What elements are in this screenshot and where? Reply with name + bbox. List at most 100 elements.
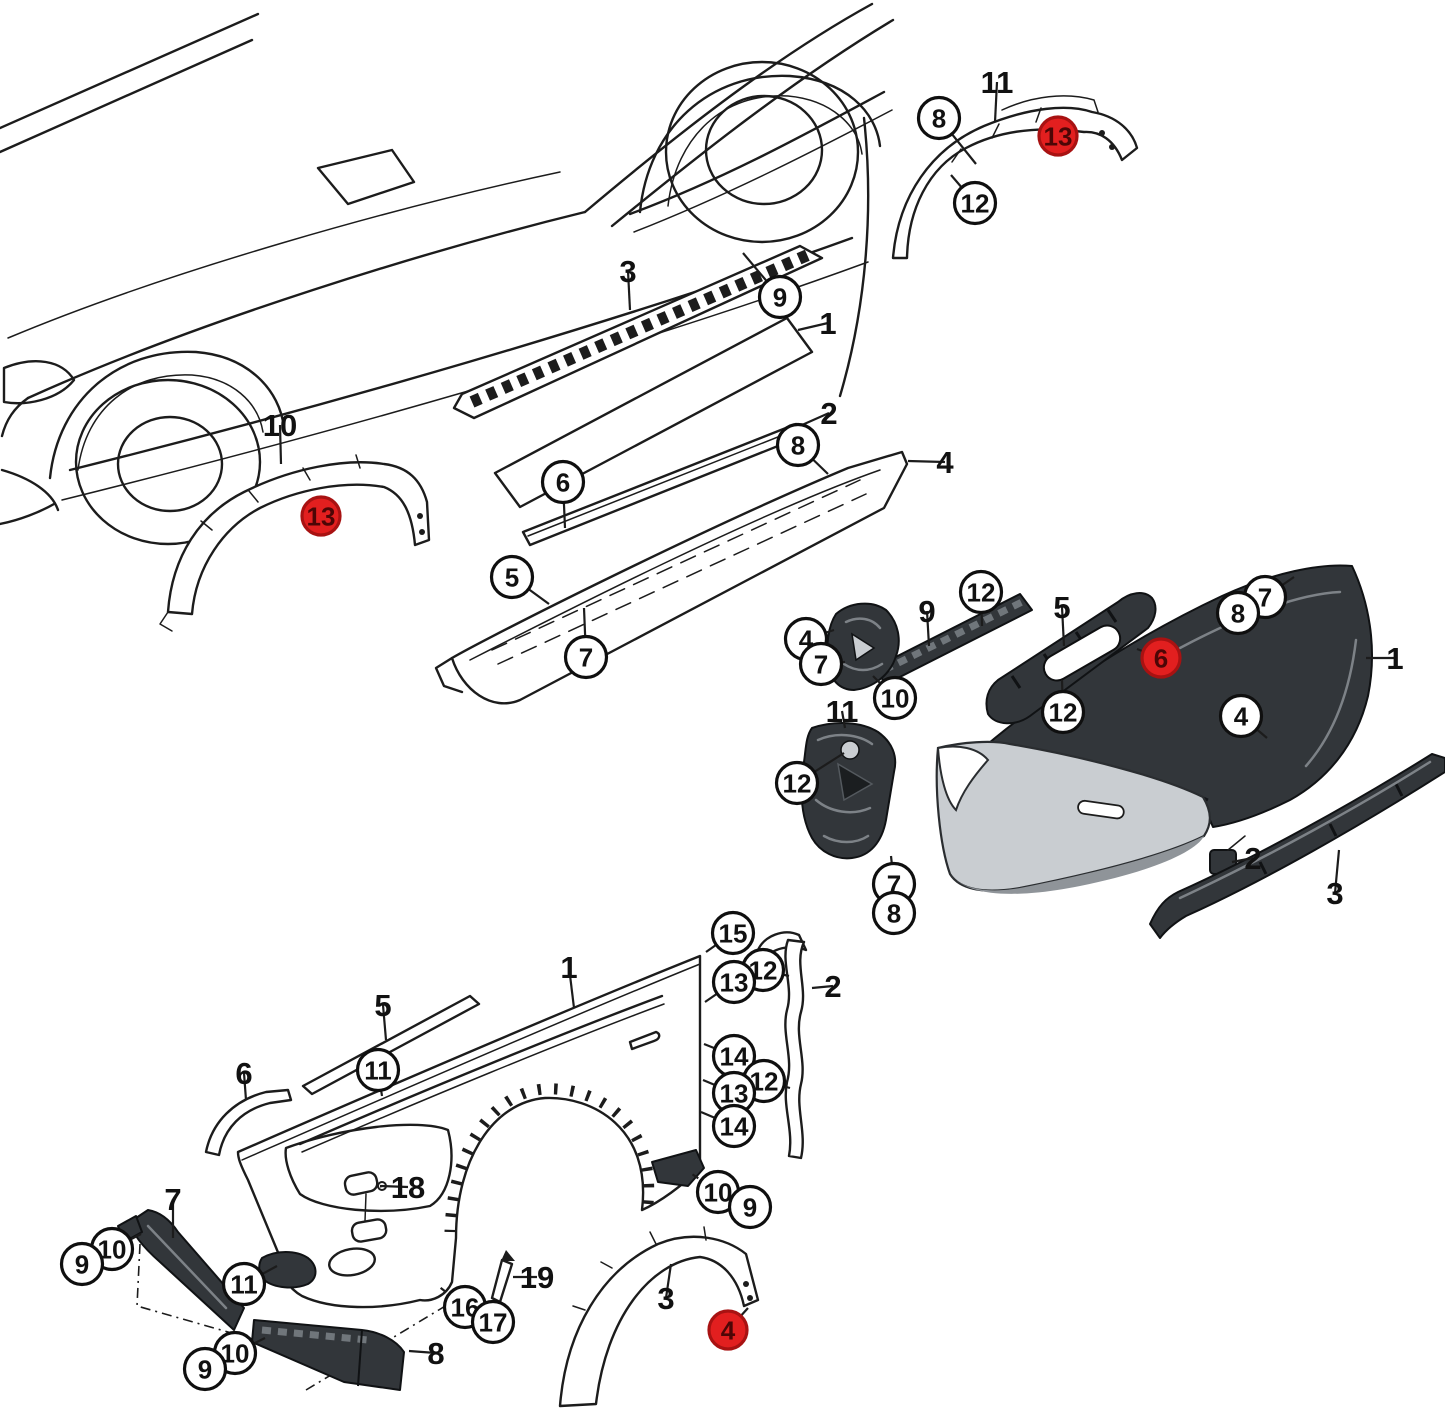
callout-front-fender-11[interactable]: 11: [355, 1047, 401, 1093]
svg-text:18: 18: [391, 1170, 425, 1205]
callout-front-fender-17[interactable]: 17: [470, 1299, 516, 1345]
svg-text:8: 8: [932, 103, 946, 133]
svg-text:19: 19: [520, 1260, 554, 1295]
callout-rear-bumper-9[interactable]: 9: [918, 594, 935, 629]
callout-rear-bumper-4[interactable]: 4: [1218, 693, 1264, 739]
callout-front-fender-13[interactable]: 13: [711, 959, 757, 1005]
svg-text:7: 7: [814, 649, 828, 679]
callout-front-fender-18[interactable]: 18: [391, 1170, 425, 1205]
svg-text:6: 6: [556, 467, 570, 497]
callout-front-fender-8[interactable]: 8: [427, 1336, 444, 1371]
leader-line-5: [381, 1004, 388, 1041]
svg-text:6: 6: [1154, 643, 1168, 673]
callout-rear-bumper-12[interactable]: 12: [774, 760, 820, 806]
callout-rear-bumper-8[interactable]: 8: [871, 890, 917, 936]
leader-line-3: [664, 1263, 673, 1299]
callout-front-fender-5[interactable]: 5: [374, 988, 391, 1023]
callout-front-fender-2[interactable]: 2: [824, 969, 841, 1004]
leader-line-11: [993, 81, 999, 123]
callout-rear-bumper-7[interactable]: 7: [798, 641, 844, 687]
callout-rear-bumper-1[interactable]: 1: [1386, 641, 1403, 676]
svg-text:1: 1: [1386, 641, 1403, 676]
leader-line-2: [1231, 856, 1254, 864]
svg-text:8: 8: [427, 1336, 444, 1371]
svg-text:14: 14: [720, 1111, 749, 1141]
leader-line-2: [801, 411, 830, 427]
car-line-art: [0, 2, 895, 546]
svg-text:11: 11: [826, 694, 859, 729]
svg-text:10: 10: [881, 683, 910, 713]
corner-strip-part6: [204, 1088, 293, 1157]
support-rail-part3: [452, 244, 824, 420]
side-seal-part2: [756, 931, 808, 1160]
callout-front-fender-9[interactable]: 9: [182, 1346, 228, 1392]
svg-text:2: 2: [1244, 841, 1261, 876]
callout-running-board-2[interactable]: 2: [820, 396, 837, 431]
callout-front-fender-15[interactable]: 15: [710, 910, 756, 956]
callout-rear-bumper-10[interactable]: 10: [872, 675, 918, 721]
callout-rear-arch-trim-8[interactable]: 8: [916, 95, 962, 141]
callout-car-front-arch-10[interactable]: 10: [263, 408, 297, 443]
svg-text:12: 12: [961, 188, 990, 218]
callout-front-fender-10[interactable]: 10: [212, 1330, 258, 1376]
callout-front-fender-14[interactable]: 14: [711, 1103, 757, 1149]
leader-line-9: [925, 610, 931, 647]
callout-front-fender-3[interactable]: 3: [657, 1281, 674, 1316]
leader-line-4: [907, 459, 946, 464]
svg-text:11: 11: [981, 65, 1014, 100]
svg-text:5: 5: [374, 988, 391, 1023]
callout-front-fender-13[interactable]: 13: [711, 1070, 757, 1116]
callout-front-fender-19[interactable]: 19: [520, 1260, 554, 1295]
callout-front-fender-1[interactable]: 1: [560, 950, 577, 985]
callout-running-board-8[interactable]: 8: [775, 422, 821, 468]
svg-text:5: 5: [1053, 590, 1070, 625]
callout-rear-arch-trim-13[interactable]: 13: [1037, 115, 1079, 157]
callout-front-fender-7[interactable]: 7: [164, 1182, 181, 1217]
lower-trim-strip-part3: [1149, 753, 1445, 939]
callout-front-fender-10[interactable]: 10: [695, 1169, 741, 1215]
leader-line-2: [811, 984, 834, 990]
leader-line-3: [626, 270, 632, 311]
callout-front-fender-4[interactable]: 4: [707, 1309, 749, 1351]
svg-text:4: 4: [721, 1315, 736, 1345]
callout-rear-bumper-3[interactable]: 3: [1326, 876, 1343, 911]
reflector-slot: [1077, 799, 1125, 820]
callout-running-board-7[interactable]: 7: [563, 634, 609, 680]
callout-running-board-5[interactable]: 5: [489, 554, 535, 600]
callout-running-board-9[interactable]: 9: [757, 274, 803, 320]
leader-line-11: [840, 710, 847, 729]
svg-text:3: 3: [1326, 876, 1343, 911]
callout-rear-bumper-5[interactable]: 5: [1053, 590, 1070, 625]
callout-front-fender-11[interactable]: 11: [221, 1261, 267, 1307]
svg-text:8: 8: [887, 898, 901, 928]
svg-text:9: 9: [743, 1192, 757, 1222]
callout-rear-bumper-8[interactable]: 8: [1215, 590, 1261, 636]
callout-running-board-6[interactable]: 6: [540, 459, 586, 505]
callout-rear-bumper-12[interactable]: 12: [958, 569, 1004, 615]
leader-line-1: [567, 966, 576, 1009]
callout-front-fender-6[interactable]: 6: [235, 1056, 252, 1091]
callout-car-front-arch-13[interactable]: 13: [300, 495, 342, 537]
callout-rear-arch-trim-12[interactable]: 12: [952, 180, 998, 226]
callout-rear-arch-trim-11[interactable]: 11: [981, 65, 1014, 100]
leader-line-10: [278, 424, 283, 465]
callout-rear-bumper-2[interactable]: 2: [1244, 841, 1261, 876]
svg-text:4: 4: [1234, 701, 1249, 731]
clip-pin-part19: [490, 1250, 515, 1304]
callout-rear-bumper-12[interactable]: 12: [1040, 689, 1086, 735]
callout-running-board-4[interactable]: 4: [936, 445, 954, 480]
tread-plate-part1: [493, 316, 814, 509]
svg-text:7: 7: [1258, 582, 1272, 612]
svg-text:11: 11: [364, 1055, 392, 1085]
svg-text:8: 8: [791, 430, 805, 460]
callout-rear-bumper-6[interactable]: 6: [1140, 637, 1182, 679]
callout-front-fender-9[interactable]: 9: [59, 1241, 105, 1287]
callout-front-fender-9[interactable]: 9: [727, 1184, 773, 1230]
callout-rear-bumper-11[interactable]: 11: [826, 694, 859, 729]
callout-running-board-1[interactable]: 1: [819, 306, 836, 341]
support-bracket-part7: [117, 1209, 245, 1331]
svg-text:10: 10: [263, 408, 297, 443]
callout-running-board-3[interactable]: 3: [619, 254, 636, 289]
